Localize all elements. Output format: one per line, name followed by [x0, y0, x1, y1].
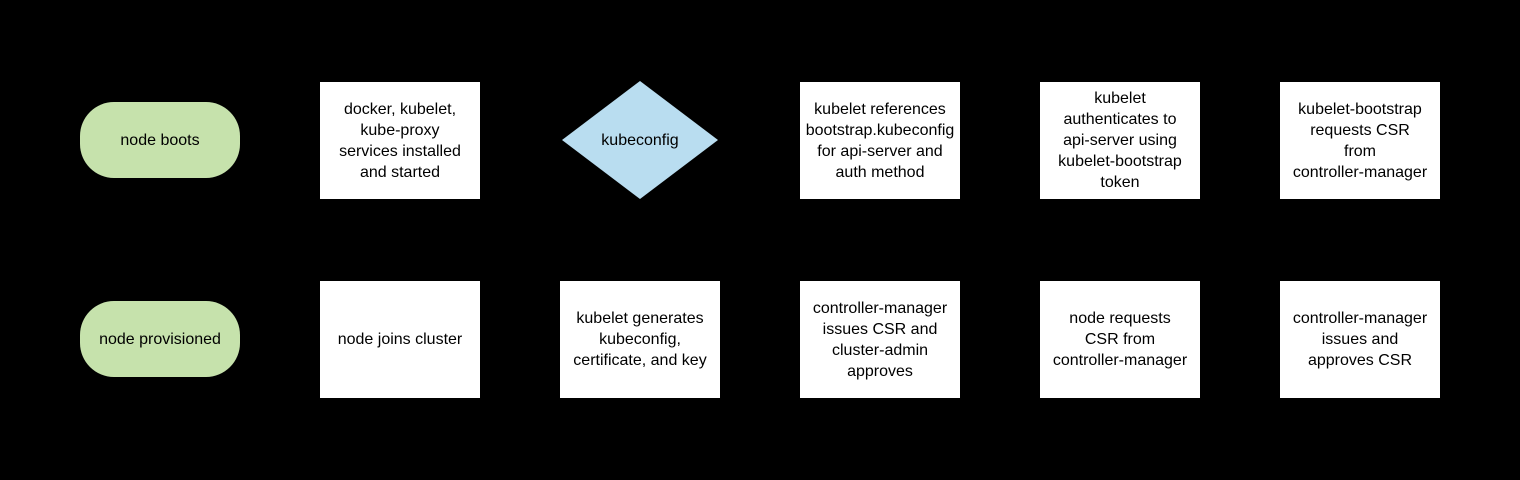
process-services-installed-and-started: docker, kubelet, kube-proxy services ins… [320, 82, 480, 199]
process-node-requests-csr: node requests CSR from controller-manage… [1040, 281, 1200, 398]
process-kubelet-generates-kubeconfig: kubelet generates kubeconfig, certificat… [560, 281, 720, 398]
shape-label: kubelet generates kubeconfig, certificat… [573, 310, 707, 369]
shape-label: docker, kubelet, kube-proxy services ins… [339, 100, 461, 181]
shape-label: node provisioned [99, 330, 221, 348]
process-kubelet-authenticates-to-api-server: kubelet authenticates to api-server usin… [1040, 82, 1200, 199]
shape-label: kubelet-bootstrap requests CSR from cont… [1292, 100, 1428, 181]
shape-label: node boots [120, 131, 200, 149]
shape-label: node requests CSR from controller-manage… [1052, 310, 1188, 369]
shape-label: controller-manager issues and approves C… [1292, 310, 1428, 369]
decision-kubeconfig: kubeconfig [562, 81, 718, 199]
terminator-node-boots: node boots [80, 102, 240, 178]
process-kubelet-references-bootstrap-kubeconfig: kubelet references bootstrap.kubeconfig … [800, 82, 960, 199]
terminator-node-provisioned: node provisioned [80, 301, 240, 377]
shape-label: kubeconfig [601, 131, 679, 149]
process-controller-manager-issues-csr-cluster-admin-approves: controller-manager issues CSR and cluste… [800, 281, 960, 398]
process-kubelet-bootstrap-requests-csr: kubelet-bootstrap requests CSR from cont… [1280, 82, 1440, 199]
process-controller-manager-issues-and-approves-csr: controller-manager issues and approves C… [1280, 281, 1440, 398]
shape-label: node joins cluster [337, 331, 463, 348]
shape-label: controller-manager issues CSR and cluste… [812, 299, 948, 380]
process-node-joins-cluster: node joins cluster [320, 281, 480, 398]
shape-label: kubelet authenticates to api-server usin… [1058, 90, 1182, 191]
shape-label: kubelet references bootstrap.kubeconfig … [805, 100, 955, 181]
